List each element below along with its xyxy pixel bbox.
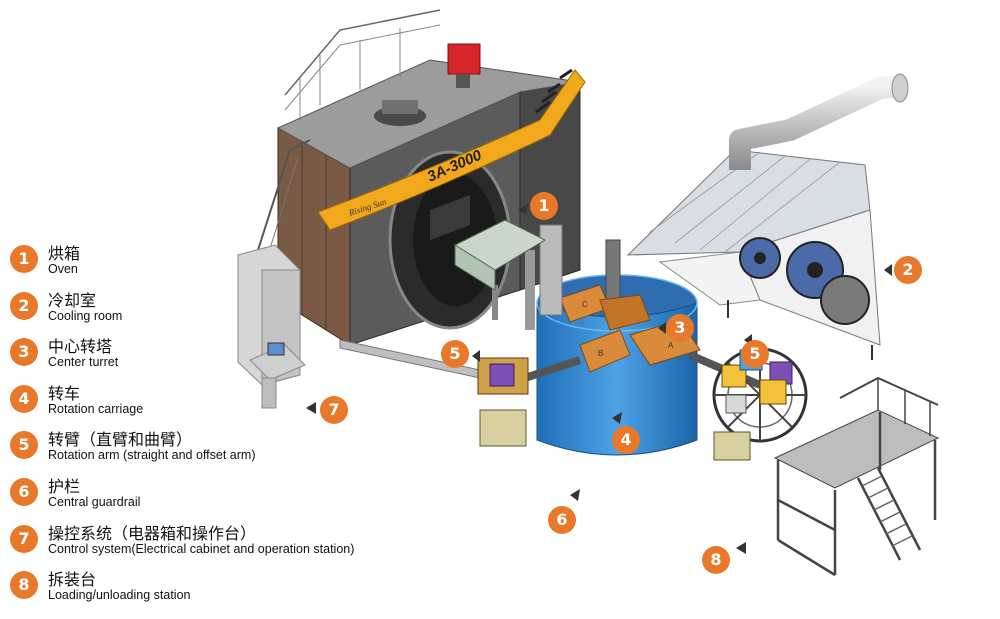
callout-rotation-arm-left: 5 bbox=[441, 340, 469, 368]
legend-label-zh: 冷却室 bbox=[48, 290, 97, 310]
legend-item-oven: 1 烘箱 Oven bbox=[8, 238, 448, 285]
legend-label-en: Rotation carriage bbox=[48, 401, 144, 416]
callout-loading-station: 8 bbox=[702, 546, 730, 574]
legend-label-zh: 中心转塔 bbox=[48, 337, 113, 357]
callout-control-system: 7 bbox=[320, 396, 348, 424]
legend-label-en: Cooling room bbox=[48, 308, 123, 323]
legend: 1 烘箱 Oven 2 冷却室 Cooling room 3 中心转塔 Cent… bbox=[8, 238, 448, 611]
oven: Rising Sun 3A-3000 bbox=[257, 9, 586, 379]
legend-number: 3 bbox=[10, 338, 38, 367]
legend-label-zh: 护栏 bbox=[48, 476, 81, 496]
legend-label-zh: 烘箱 bbox=[48, 244, 81, 263]
callout-rotation-arm-right: 5 bbox=[741, 340, 769, 368]
legend-item-rotation-arm: 5 转臂（直臂和曲臂） Rotation arm (straight and o… bbox=[8, 424, 448, 471]
legend-label-en: Rotation arm (straight and offset arm) bbox=[48, 448, 256, 463]
legend-number: 6 bbox=[10, 477, 38, 506]
rotation-arm bbox=[453, 219, 808, 461]
legend-number: 7 bbox=[10, 524, 38, 553]
legend-item-control-system: 7 操控系统（电器箱和操作台） Control system(Electrica… bbox=[8, 518, 448, 565]
legend-label-en: Oven bbox=[48, 262, 78, 276]
legend-number: 1 bbox=[10, 245, 38, 273]
legend-item-center-turret: 3 中心转塔 Center turret bbox=[8, 331, 448, 378]
legend-label-zh: 转臂（直臂和曲臂） bbox=[48, 430, 193, 450]
callout-rotation-carriage: 4 bbox=[612, 426, 640, 454]
callout-oven: 1 bbox=[530, 192, 558, 220]
legend-label-zh: 操控系统（电器箱和操作台） bbox=[48, 523, 257, 543]
callout-center-turret: 3 bbox=[666, 314, 694, 342]
legend-label-en: Center turret bbox=[48, 355, 119, 370]
legend-number: 5 bbox=[10, 431, 38, 460]
loading-station bbox=[773, 376, 940, 577]
pointer-arrows bbox=[306, 204, 892, 554]
legend-label-en: Loading/unloading station bbox=[48, 588, 191, 603]
legend-number: 8 bbox=[10, 571, 38, 600]
legend-label-en: Control system(Electrical cabinet and op… bbox=[48, 541, 355, 556]
legend-label-en: Central guardrail bbox=[48, 494, 141, 509]
cooling-room bbox=[626, 73, 909, 360]
legend-item-central-guardrail: 6 护栏 Central guardrail bbox=[8, 471, 448, 518]
legend-label-zh: 转车 bbox=[48, 383, 81, 403]
legend-item-rotation-carriage: 4 转车 Rotation carriage bbox=[8, 378, 448, 425]
legend-item-cooling-room: 2 冷却室 Cooling room bbox=[8, 285, 448, 332]
svg-text:B: B bbox=[598, 349, 603, 358]
legend-label-zh: 拆装台 bbox=[48, 570, 97, 590]
callout-cooling-room: 2 bbox=[894, 256, 922, 284]
svg-text:A: A bbox=[668, 341, 674, 350]
legend-number: 4 bbox=[10, 384, 38, 413]
legend-item-loading-station: 8 拆装台 Loading/unloading station bbox=[8, 564, 448, 611]
svg-text:C: C bbox=[582, 300, 588, 309]
legend-number: 2 bbox=[10, 291, 38, 320]
control-system bbox=[237, 244, 306, 409]
callout-guardrail: 6 bbox=[548, 506, 576, 534]
